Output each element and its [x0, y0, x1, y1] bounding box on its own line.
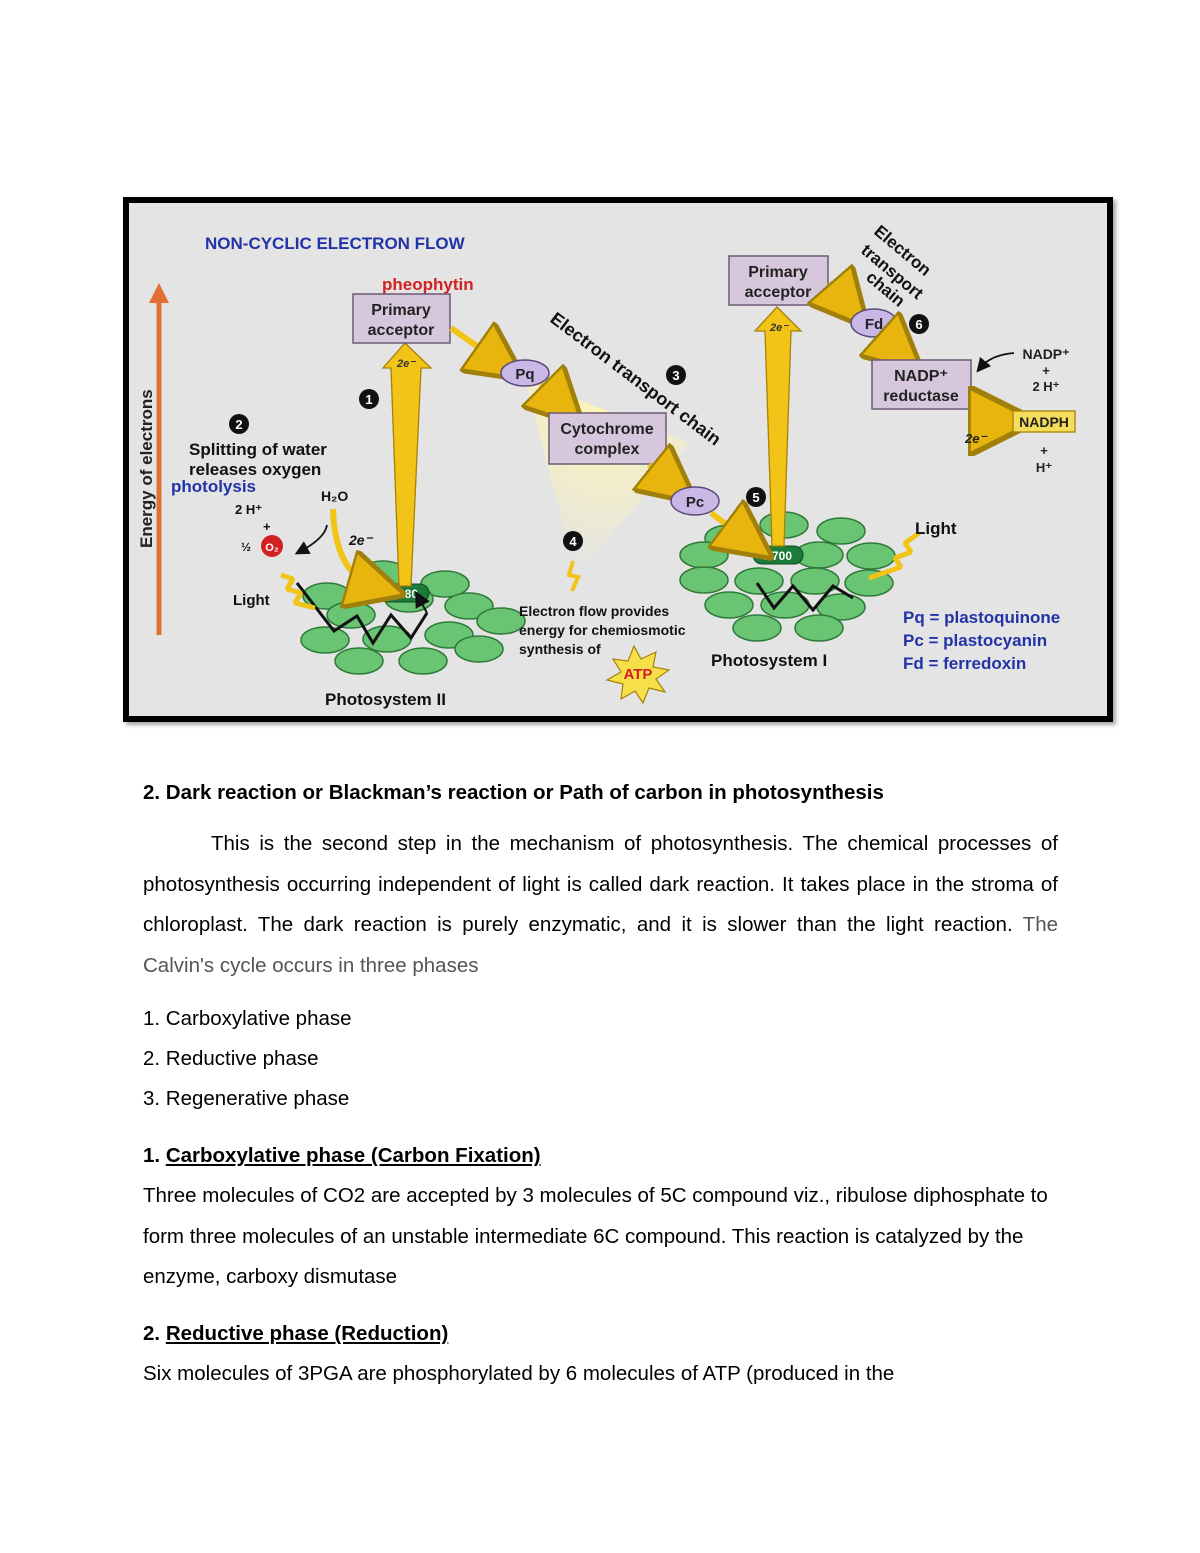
- electron-flow-diagram: Energy of electrons NON-CYCLIC ELECTRON …: [123, 197, 1113, 722]
- electron-flow-line2: energy for chemiosmotic: [519, 622, 686, 638]
- energy-axis-arrowhead: [149, 283, 169, 303]
- primary-acceptor-2-line2: acceptor: [745, 284, 812, 301]
- arrow-to-fd: [829, 283, 849, 306]
- diagram-svg: Energy of electrons NON-CYCLIC ELECTRON …: [137, 222, 1076, 709]
- svg-text:5: 5: [752, 490, 759, 505]
- primary-acceptor-1-line1: Primary: [371, 302, 431, 319]
- phase-list-item-2: 2. Reductive phase: [143, 1047, 319, 1070]
- nadph-box: [1012, 410, 1076, 433]
- svg-text:4: 4: [569, 534, 577, 549]
- carboxylative-body: Three molecules of CO2 are accepted by 3…: [143, 1184, 1048, 1288]
- nadph-h-plus: H⁺: [1036, 460, 1052, 475]
- carboxylative-heading: 1. Carboxylative phase (Carbon Fixation): [143, 1144, 541, 1168]
- two-e-label-1: 2e⁻: [396, 358, 416, 370]
- phase-list-item-3: 3. Regenerative phase: [143, 1087, 350, 1110]
- arrow-to-reductase: [883, 337, 901, 353]
- carboxylative-number: 1.: [143, 1144, 161, 1167]
- photosystem-i-cluster: [679, 511, 896, 642]
- arrow-to-pq: [449, 328, 501, 363]
- splitting-line2: releases oxygen: [189, 460, 321, 479]
- fd-label: Fd: [865, 316, 883, 333]
- nadp-input-arrow: [976, 352, 1015, 373]
- nadp-reductase-box: [871, 359, 972, 410]
- o2-circle: [261, 535, 283, 557]
- light-bolt-psii: [280, 572, 316, 611]
- svg-text:6: 6: [915, 317, 922, 332]
- excitation-arrow-psi: [753, 306, 803, 547]
- step-markers: 1 2 3 4 5 6: [229, 314, 929, 551]
- svg-text:3: 3: [672, 368, 679, 383]
- reductive-title: Reductive phase (Reduction): [165, 1322, 449, 1345]
- excitation-arrow-psii: [381, 342, 433, 587]
- step4-bolt: [566, 560, 581, 592]
- half-label: ½: [241, 540, 251, 554]
- p680-label: P680: [390, 587, 418, 601]
- photolysis-label: photolysis: [171, 477, 256, 496]
- light-label-psii: Light: [233, 592, 270, 609]
- h2o-label: H₂O: [321, 488, 348, 504]
- reductive-number: 2.: [143, 1322, 161, 1345]
- water-electron-arrow: [330, 508, 377, 587]
- nadp-reductase-line1: NADP⁺: [894, 368, 948, 385]
- photosystem-ii-label: Photosystem II: [325, 690, 446, 709]
- legend-pq: Pq = plastoquinone: [903, 608, 1060, 627]
- electron-flow-line1: Electron flow provides: [519, 603, 669, 619]
- reductive-body: Six molecules of 3PGA are phosphorylated…: [143, 1362, 895, 1385]
- pc-label: Pc: [686, 494, 704, 511]
- nadp-plus-sign: +: [1042, 363, 1050, 378]
- cytochrome-line2: complex: [575, 441, 640, 458]
- psii-excitation-path: [295, 582, 429, 646]
- intro-tail-text: The Calvin's cycle occurs in three phase…: [143, 913, 1058, 977]
- legend-pc: Pc = plastocyanin: [903, 631, 1047, 650]
- atp-burst: [605, 644, 671, 705]
- photosystem-i-label: Photosystem I: [711, 651, 827, 670]
- splitting-line1: Splitting of water: [189, 440, 327, 459]
- water-split-arrow: [294, 524, 328, 555]
- intro-main-text: This is the second step in the mechanism…: [143, 832, 1058, 936]
- two-e-label-2: 2e⁻: [769, 322, 789, 334]
- electron-flow-line3: synthesis of: [519, 641, 601, 657]
- legend-fd: Fd = ferredoxin: [903, 654, 1026, 673]
- two-h-label: 2 H⁺: [235, 502, 262, 517]
- o2-label: O₂: [265, 542, 279, 554]
- cytochrome-line1: Cytochrome: [560, 421, 653, 438]
- pq-label: Pq: [515, 366, 534, 383]
- two-e-label-3: 2e⁻: [964, 431, 988, 446]
- photosystem-ii-cluster: [300, 560, 526, 675]
- arrow-to-cytochrome: [541, 384, 563, 406]
- arrow-to-pc: [649, 465, 674, 485]
- two-e-minus-label: 2e⁻: [348, 532, 374, 548]
- energy-axis-label: Energy of electrons: [137, 389, 156, 548]
- primary-acceptor-box-1: [352, 293, 451, 344]
- phase-list-item-1: 1. Carboxylative phase: [143, 1007, 352, 1030]
- svg-text:1: 1: [365, 392, 372, 407]
- reductive-heading: 2. Reductive phase (Reduction): [143, 1322, 448, 1346]
- pheophytin-label: pheophytin: [382, 275, 474, 294]
- arrow-to-p700: [711, 513, 749, 541]
- psi-excitation-path: [755, 582, 854, 613]
- diagram-title: NON-CYCLIC ELECTRON FLOW: [205, 234, 466, 253]
- primary-acceptor-2-line1: Primary: [748, 264, 808, 281]
- atp-label: ATP: [624, 666, 653, 683]
- carboxylative-title: Carboxylative phase (Carbon Fixation): [165, 1144, 541, 1167]
- arrow-to-nadph: [971, 399, 1003, 421]
- svg-text:2: 2: [235, 417, 242, 432]
- light-label-psi: Light: [915, 519, 957, 538]
- light-bolt-psi: [868, 530, 921, 581]
- nadp-two-h: 2 H⁺: [1032, 379, 1059, 394]
- nadph-label: NADPH: [1019, 414, 1069, 430]
- nadp-reductase-line2: reductase: [883, 388, 959, 405]
- section-heading: 2. Dark reaction or Blackman’s reaction …: [143, 781, 884, 804]
- intro-paragraph: This is the second step in the mechanism…: [143, 824, 1058, 986]
- plus-sign: +: [263, 519, 271, 534]
- nadph-plus: +: [1040, 443, 1048, 458]
- nadp-plus-label: NADP⁺: [1022, 346, 1069, 362]
- primary-acceptor-1-line2: acceptor: [368, 322, 435, 339]
- p700-label: P700: [764, 549, 792, 563]
